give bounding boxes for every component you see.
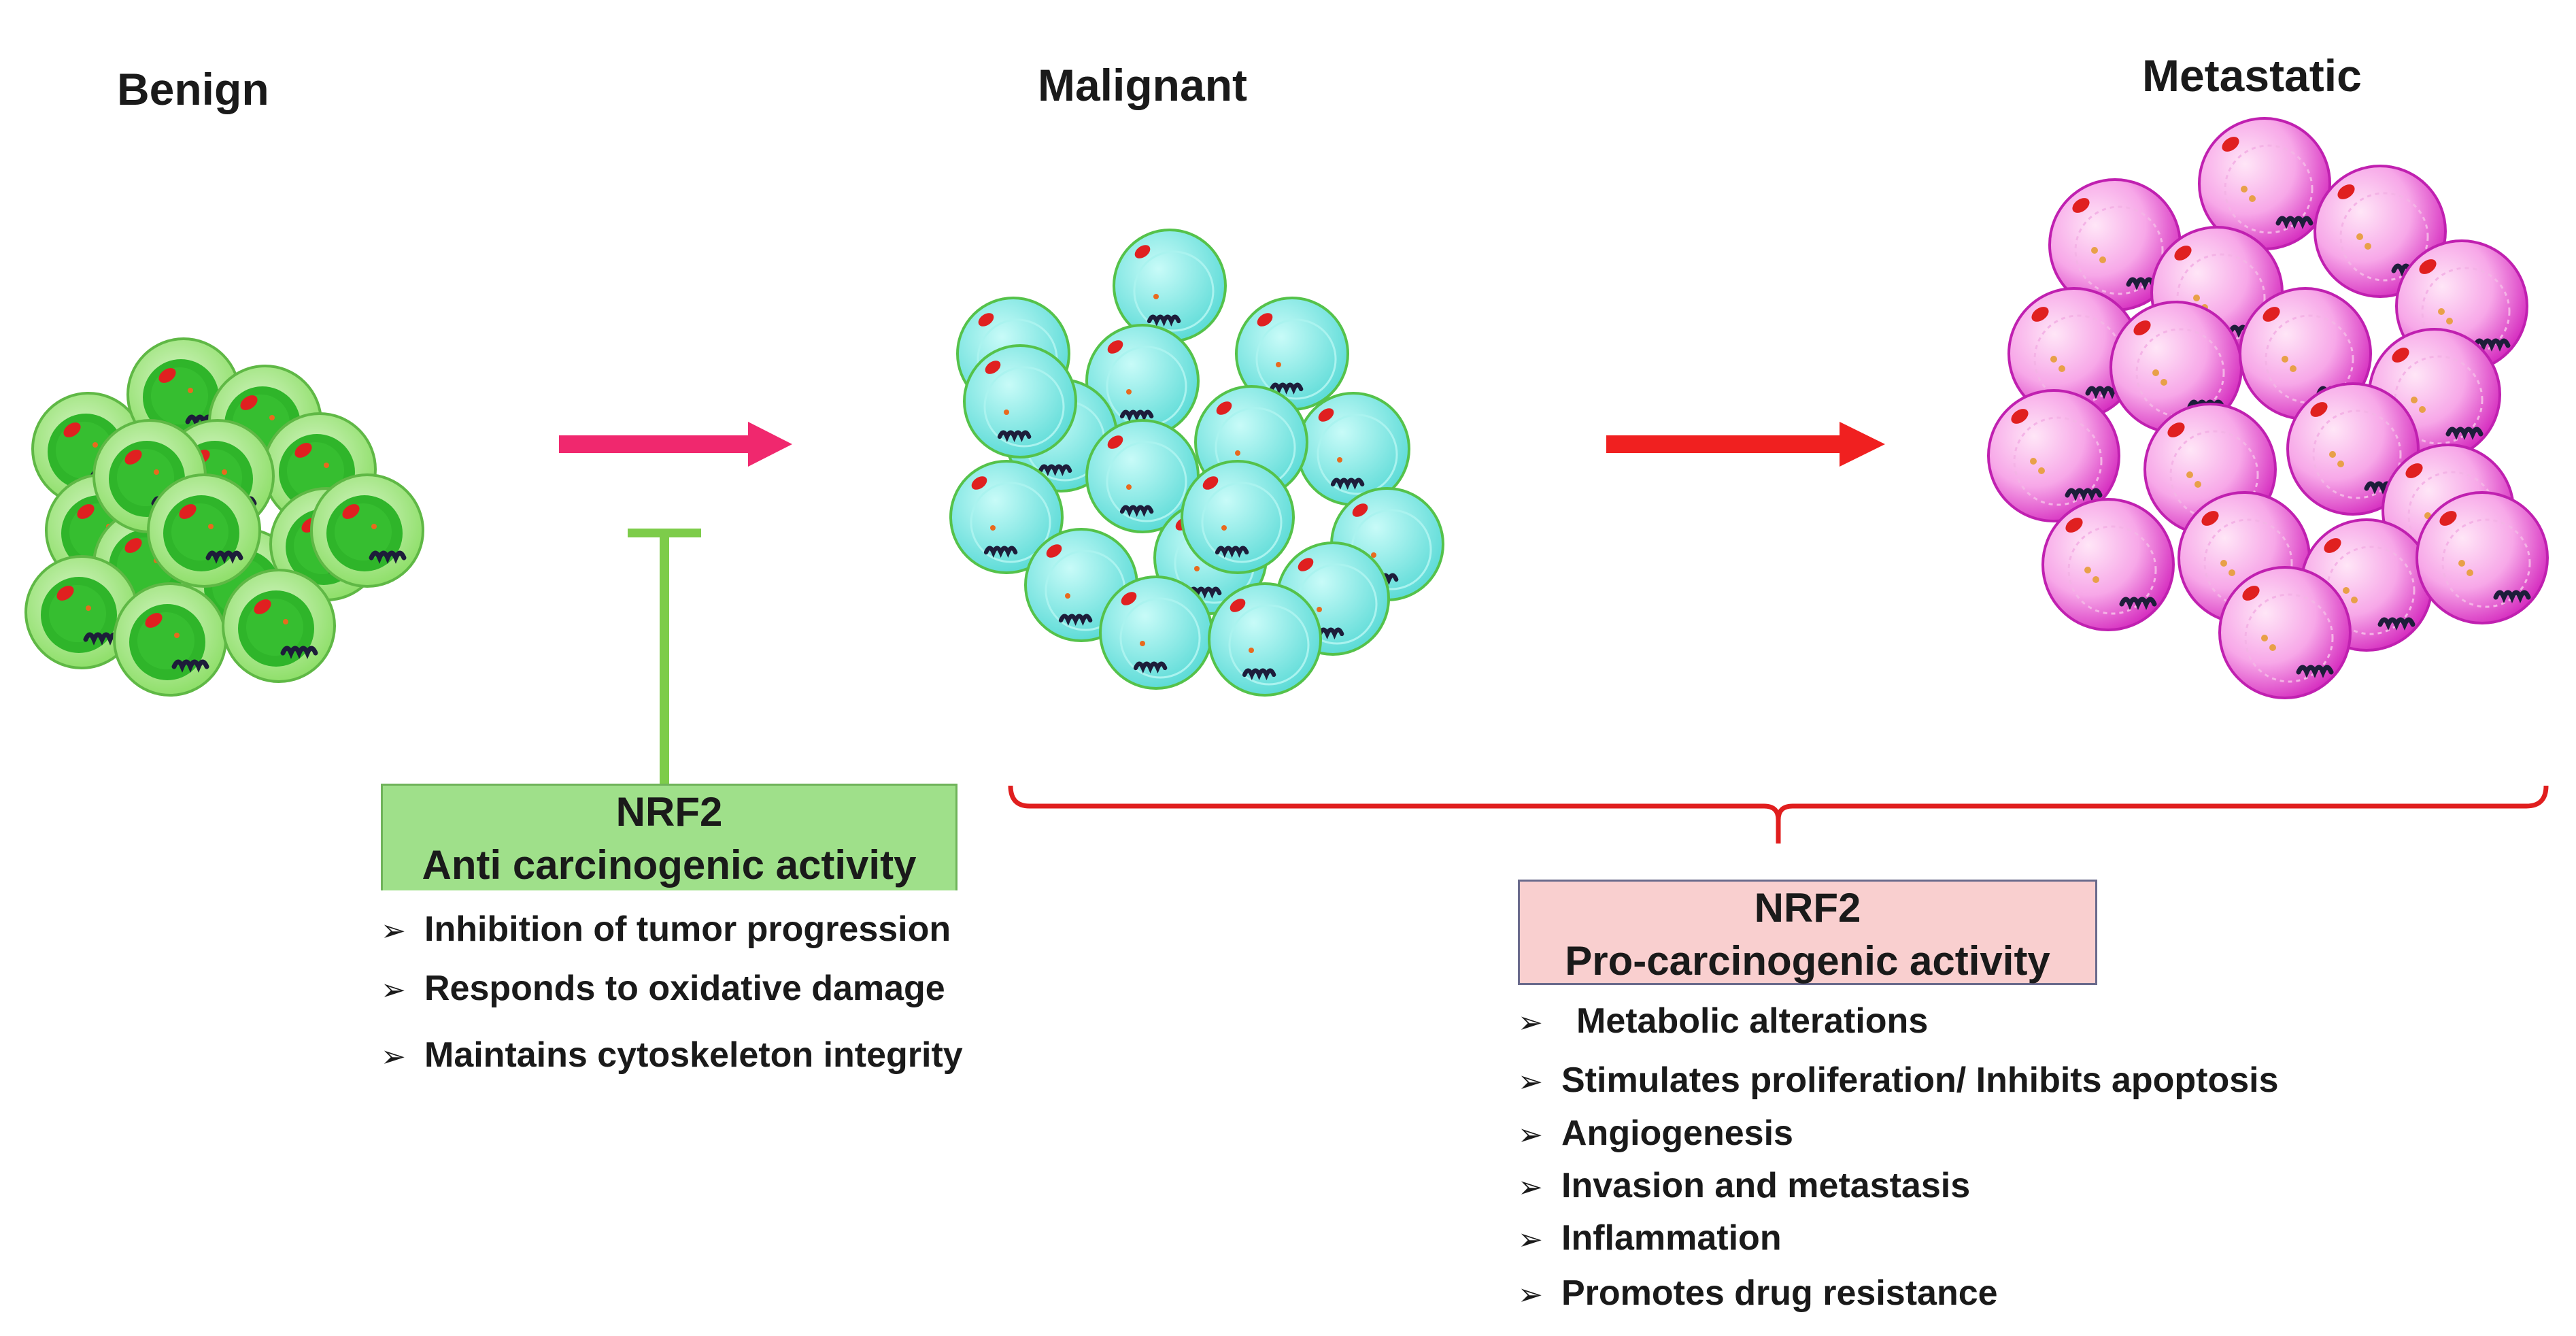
malignant-cell [949,460,1064,574]
pro-carcinogenic-box: NRF2 Pro-carcinogenic activity [1518,880,2097,985]
malignant-cell [1113,229,1227,343]
arrow-bullet-icon: ➢ [1518,1278,1543,1312]
metastatic-cell [2041,498,2175,631]
metastatic-cell-cluster [1987,117,2549,699]
arrow-bullet-icon: ➢ [1518,1223,1543,1256]
list-item: ➢Stimulates proliferation/ Inhibits apop… [1518,1061,2279,1100]
arrow-bullet-icon: ➢ [1518,1065,1543,1099]
benign-cell [310,473,424,588]
pro-box-title: NRF2 [1754,885,1861,931]
anti-carcinogenic-box: NRF2 Anti carcinogenic activity [381,784,957,890]
metastatic-cell [2286,382,2420,516]
benign-cell [147,473,261,588]
arrow-bullet-icon: ➢ [381,914,406,948]
stage-title-metastatic: Metastatic [2142,50,2362,101]
list-item: ➢Maintains cytoskeleton integrity [381,1035,963,1075]
malignant-cell [963,344,1077,458]
progression-arrow-malignant-to-metastatic [1606,422,1885,467]
anti-box-title: NRF2 [615,789,723,835]
list-item: ➢Promotes drug resistance [1518,1273,1998,1313]
list-item: ➢Inflammation [1518,1218,1782,1258]
malignant-cell-cluster [949,229,1444,697]
anti-box-subtitle: Anti carcinogenic activity [422,842,917,888]
arrow-bullet-icon: ➢ [1518,1006,1543,1039]
list-item: ➢Inhibition of tumor progression [381,909,951,949]
arrow-bullet-icon: ➢ [1518,1171,1543,1204]
benign-cell [24,555,139,669]
malignant-cell [1208,582,1322,697]
malignant-cell [1099,575,1213,690]
metastatic-cell [2416,491,2549,624]
list-item: ➢Responds to oxidative damage [381,969,945,1008]
list-item: ➢Invasion and metastasis [1518,1166,1971,1205]
arrow-bullet-icon: ➢ [381,1040,406,1073]
list-item: ➢Angiogenesis [1518,1114,1793,1153]
pro-activity-bracket [1008,785,2549,844]
list-item: ➢Metabolic alterations [1518,1001,1929,1041]
benign-cell [222,569,336,683]
benign-cell [113,582,227,697]
pro-box-subtitle: Pro-carcinogenic activity [1565,938,2050,984]
benign-cell-cluster [24,337,424,697]
metastatic-cell [1987,389,2120,522]
stage-title-malignant: Malignant [1038,60,1247,110]
metastatic-cell [2218,566,2352,699]
stage-title-benign: Benign [117,64,269,114]
malignant-cell [1085,324,1200,438]
inhibition-bar [628,529,701,784]
progression-arrow-benign-to-malignant [559,422,792,467]
arrow-bullet-icon: ➢ [1518,1118,1543,1152]
arrow-bullet-icon: ➢ [381,973,406,1007]
malignant-cell [1181,460,1295,574]
metastatic-cell [2198,117,2331,250]
